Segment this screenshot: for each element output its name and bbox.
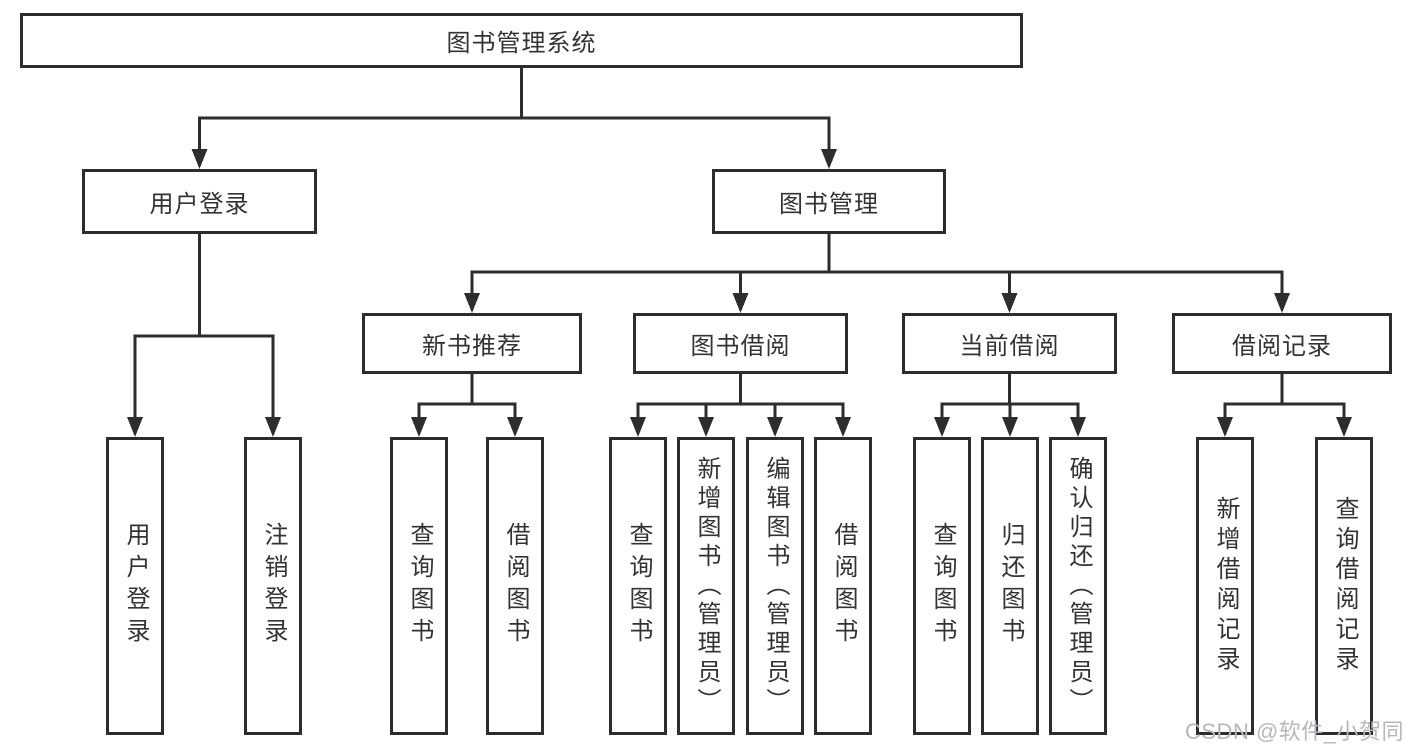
leaf-cb-query-books: 查询图书 [913, 437, 971, 735]
node-new-book-recommendation: 新书推荐 [362, 313, 582, 374]
node-label: 查询图书 [625, 522, 652, 650]
node-label: 查询借阅记录 [1331, 496, 1358, 676]
node-label: 用户登录 [122, 522, 149, 650]
leaf-bb-add-books-admin: 新增图书（管理员） [677, 437, 735, 735]
node-current-borrowing: 当前借阅 [902, 313, 1117, 374]
leaf-bb-borrow-books: 借阅图书 [814, 437, 872, 735]
node-borrowing-records: 借阅记录 [1172, 313, 1392, 374]
leaf-nb-borrow-books: 借阅图书 [486, 437, 544, 735]
node-label: 确认归还（管理员） [1065, 455, 1092, 717]
node-user-login: 用户登录 [82, 169, 317, 234]
node-library-management-system: 图书管理系统 [20, 13, 1023, 68]
node-label: 新增借阅记录 [1212, 496, 1239, 676]
node-label: 借阅记录 [1232, 333, 1332, 360]
leaf-br-add-borrow-record: 新增借阅记录 [1196, 437, 1254, 735]
leaf-br-query-borrow-record: 查询借阅记录 [1315, 437, 1373, 735]
node-label: 编辑图书（管理员） [762, 455, 789, 717]
leaf-nb-query-books: 查询图书 [390, 437, 448, 735]
node-book-borrowing: 图书借阅 [633, 313, 848, 374]
node-label: 归还图书 [997, 522, 1024, 650]
node-label: 查询图书 [406, 522, 433, 650]
node-label: 新增图书（管理员） [693, 455, 720, 717]
leaf-cb-return-books: 归还图书 [981, 437, 1039, 735]
node-label: 查询图书 [929, 522, 956, 650]
leaf-bb-edit-books-admin: 编辑图书（管理员） [746, 437, 804, 735]
node-label: 用户登录 [149, 191, 250, 218]
node-label: 借阅图书 [502, 522, 529, 650]
node-label: 当前借阅 [959, 333, 1060, 360]
node-label: 图书管理系统 [446, 30, 597, 57]
node-label: 图书管理 [779, 191, 879, 218]
leaf-bb-query-books: 查询图书 [609, 437, 667, 735]
leaf-user-login: 用户登录 [106, 437, 164, 735]
node-label: 注销登录 [260, 522, 287, 650]
node-label: 新书推荐 [422, 333, 522, 360]
node-label: 图书借阅 [690, 333, 791, 360]
node-label: 借阅图书 [830, 522, 857, 650]
node-book-management: 图书管理 [712, 169, 946, 234]
watermark: CSDN @软件_小贺同学 [1185, 719, 1405, 744]
leaf-logout-login: 注销登录 [244, 437, 302, 735]
leaf-cb-confirm-return-admin: 确认归还（管理员） [1049, 437, 1107, 735]
